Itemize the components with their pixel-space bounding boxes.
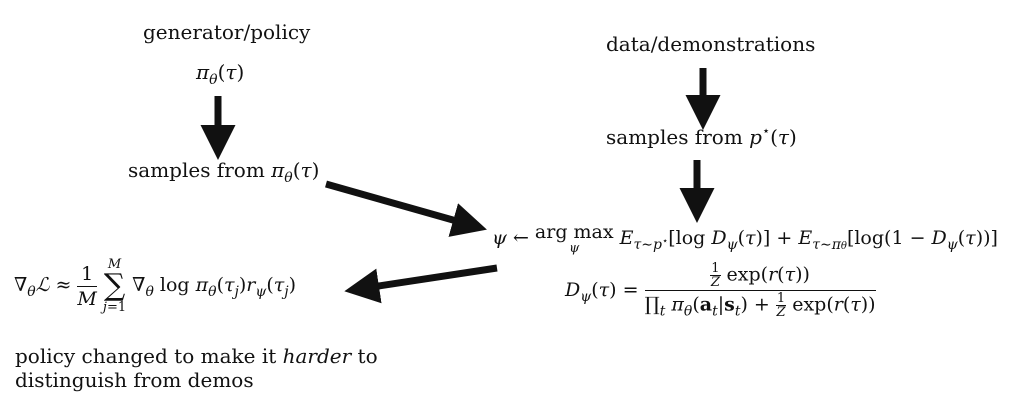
expert-samples-label: samples from p⋆(τ)	[606, 124, 797, 149]
samples-from-text-2: samples from	[606, 125, 743, 149]
policy-formula: πθ(τ)	[196, 60, 245, 88]
samples-from-text: samples from	[128, 158, 265, 182]
expert-samples-math: p⋆(τ)	[749, 124, 797, 149]
policy-samples-label: samples from πθ(τ)	[128, 158, 319, 186]
policy-note-emphasis: harder	[282, 344, 352, 368]
policy-samples-math: πθ(τ)	[271, 158, 320, 186]
arrow-policy-samples-to-discriminator	[325, 180, 487, 237]
policy-note-line1-end: to	[351, 344, 378, 368]
generator-policy-label: generator/policy	[143, 20, 311, 44]
policy-note: policy changed to make it harder to dist…	[15, 344, 378, 392]
policy-note-line1: policy changed to make it	[15, 344, 283, 368]
policy-note-line2: distinguish from demos	[15, 368, 254, 392]
arrow-discriminator-to-gradient	[344, 264, 498, 304]
sum-operator: M∑j=1	[102, 257, 127, 315]
data-demonstrations-label: data/demonstrations	[606, 32, 816, 56]
